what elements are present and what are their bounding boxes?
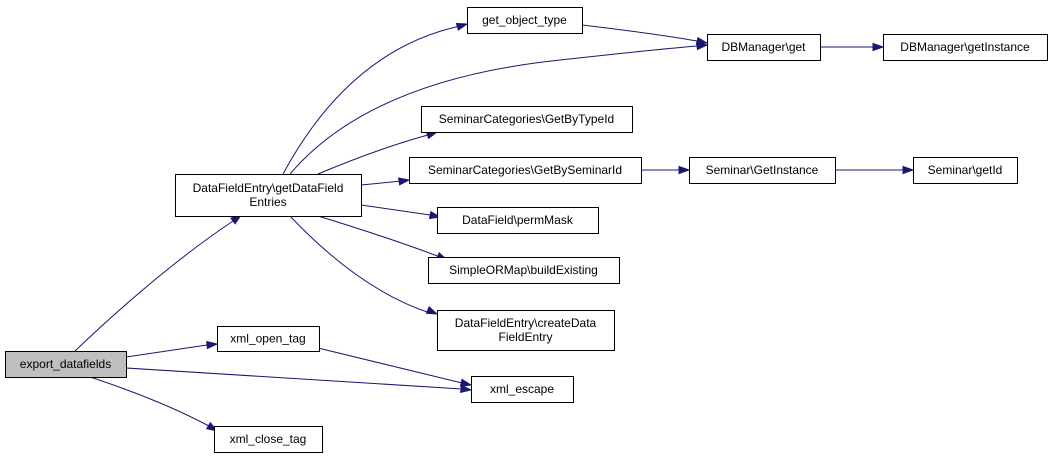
node-xml_close_tag[interactable]: xml_close_tag [214,426,323,453]
node-label: SeminarCategories\GetByTypeId [439,112,614,126]
edge-getDataFieldEntries-to-buildExisting [317,215,449,261]
edge-DBManager_get-to-DBManager_getInstance [820,42,885,52]
nodes-layer: export_datafields DataFieldEntry\getDataF… [5,7,1048,453]
node-label: xml_escape [490,382,554,396]
node-export_datafields[interactable]: export_datafields [5,351,127,378]
node-box [217,326,320,352]
edge-line [125,367,463,390]
node-box [913,157,1018,184]
arrowhead-icon [398,177,411,186]
node-label: xml_open_tag [230,332,305,346]
node-GetBySeminarId[interactable]: SeminarCategories\GetBySeminarId [409,157,642,184]
arrowhead-icon [455,22,469,31]
node-label: SimpleORMap\buildExisting [449,263,598,277]
edge-export_datafields-to-xml_escape [125,367,473,394]
node-box [421,106,633,133]
node-box [214,426,323,453]
edge-xml_open_tag-to-xml_escape [317,347,473,387]
edge-line [74,220,234,352]
edge-line [317,347,463,384]
arrowhead-icon [425,305,439,315]
node-xml_escape[interactable]: xml_escape [471,376,574,403]
node-box [437,207,599,234]
node-label: DataFieldEntry\createData [455,316,597,330]
node-box [471,376,574,403]
node-label: DBManager\getInstance [900,40,1030,54]
arrowhead-icon [678,165,691,175]
node-box [175,174,362,217]
edges-layer [74,22,915,432]
edge-GetBySeminarId-to-Seminar_GetInstance [641,165,691,175]
node-label: DataField\permMask [462,213,574,227]
node-get_object_type[interactable]: get_object_type [467,7,583,34]
arrowhead-icon [459,378,473,387]
node-DBManager_get[interactable]: DBManager\get [707,34,821,61]
arrowhead-icon [902,165,915,175]
node-label: Seminar\getId [928,163,1003,177]
node-GetByTypeId[interactable]: SeminarCategories\GetByTypeId [421,106,633,133]
edge-export_datafields-to-xml_open_tag [125,340,219,358]
node-label: SeminarCategories\GetBySeminarId [428,163,622,177]
node-buildExisting[interactable]: SimpleORMap\buildExisting [428,257,620,284]
edge-export_datafields-to-getDataFieldEntries [74,214,243,352]
node-label: Seminar\GetInstance [706,163,819,177]
edge-line [89,376,210,427]
edge-line [360,204,431,216]
node-label: Entries [249,195,286,209]
edge-line [125,344,208,358]
edge-getDataFieldEntries-to-createDataFieldEntry [289,215,439,315]
node-Seminar_getId[interactable]: Seminar\getId [913,157,1018,184]
arrowhead-icon [206,340,219,350]
edge-getDataFieldEntries-to-GetBySeminarId [360,177,411,186]
node-box [883,34,1048,61]
node-label: DBManager\get [721,40,806,54]
edge-getDataFieldEntries-to-get_object_type [282,22,469,175]
edge-get_object_type-to-DBManager_get [581,24,709,46]
node-label: xml_close_tag [230,432,307,446]
edge-line [289,215,431,314]
edge-line [282,25,461,175]
node-label: DataFieldEntry\getDataField [193,181,344,195]
edge-line [581,24,698,42]
node-box [409,157,642,184]
edge-Seminar_GetInstance-to-Seminar_getId [835,165,915,175]
node-box [689,157,836,184]
edge-line [360,180,403,186]
node-xml_open_tag[interactable]: xml_open_tag [217,326,320,352]
node-box [467,7,583,34]
arrowhead-icon [695,36,709,46]
node-box [428,257,620,284]
edge-line [317,134,429,175]
node-box [5,351,127,378]
edge-export_datafields-to-xml_close_tag [89,376,219,432]
node-permMask[interactable]: DataField\permMask [437,207,599,234]
edge-getDataFieldEntries-to-permMask [360,204,442,220]
node-label: export_datafields [20,357,111,371]
node-label: get_object_type [482,13,567,27]
node-Seminar_GetInstance[interactable]: Seminar\GetInstance [689,157,836,184]
edge-line [289,45,698,175]
node-label: FieldEntry [498,330,552,344]
node-box [437,310,615,351]
node-DBManager_getInstance[interactable]: DBManager\getInstance [883,34,1048,61]
node-box [707,34,821,61]
arrowhead-icon [872,42,885,52]
arrowhead-icon [460,384,473,394]
edge-line [317,215,441,258]
